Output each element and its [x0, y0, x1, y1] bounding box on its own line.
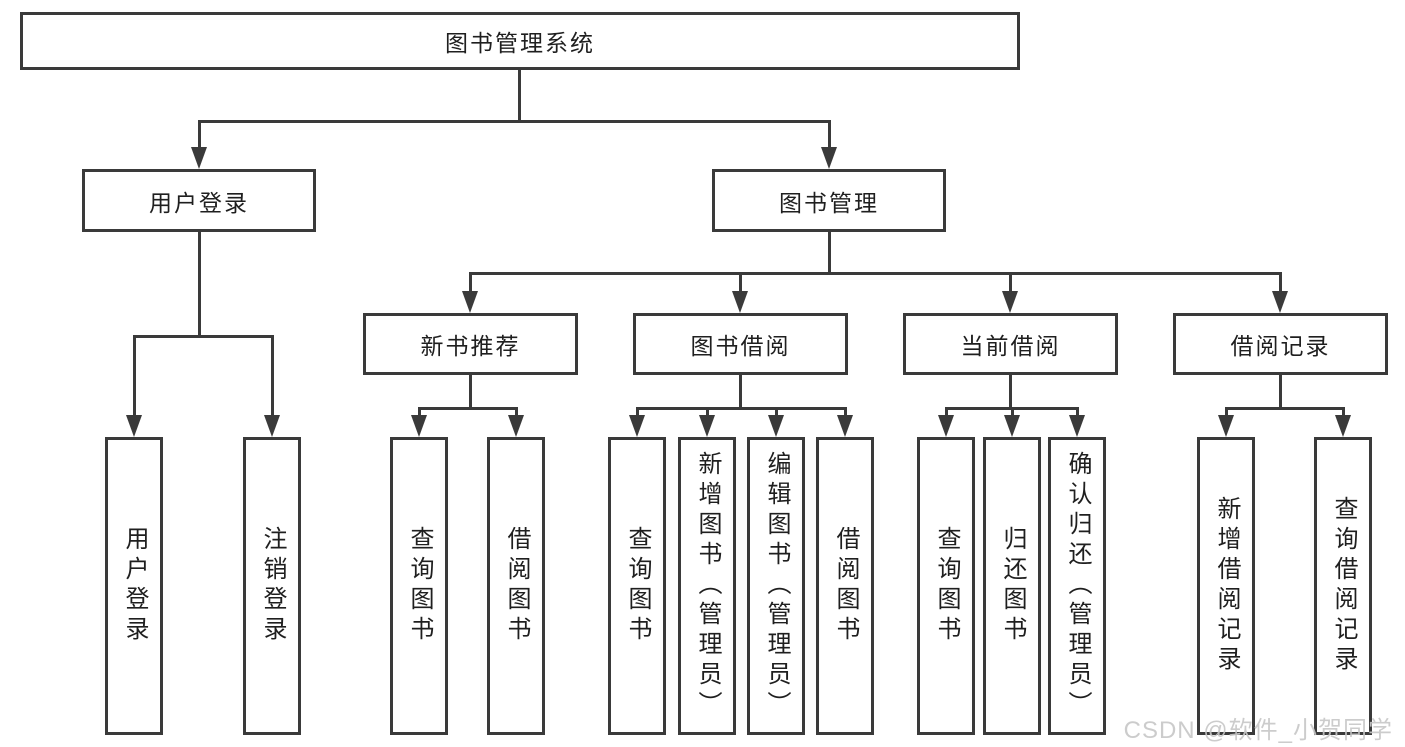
node-user-login-label: 用户登录: [149, 189, 249, 216]
connector-root-drop-left: [198, 120, 201, 147]
connector-current-borrow-drop-2: [1011, 407, 1014, 415]
arrowhead-down-icon: [837, 415, 853, 437]
connector-book-borrow-rail: [636, 407, 847, 410]
node-user-login: 用户登录: [82, 169, 316, 232]
connector-current-borrow-stem: [1009, 375, 1012, 407]
node-new-book-recommend-label: 新书推荐: [420, 333, 521, 359]
connector-borrow-records-drop-1: [1225, 407, 1228, 415]
connector-new-book-recommend-rail: [418, 407, 518, 410]
leaf-query-books-borrow: 查询图书: [608, 437, 666, 735]
arrowhead-down-icon: [191, 147, 207, 169]
leaf-query-books-current: 查询图书: [917, 437, 975, 735]
leaf-query-books-recommend: 查询图书: [390, 437, 448, 735]
arrowhead-down-icon: [699, 415, 715, 437]
connector-new-book-recommend-drop-2: [515, 407, 518, 415]
arrowhead-down-icon: [462, 291, 478, 313]
arrowhead-down-icon: [1218, 415, 1234, 437]
csdn-watermark: CSDN @软件_小贺同学: [1123, 717, 1393, 744]
node-current-borrow: 当前借阅: [903, 313, 1118, 375]
leaf-user-login: 用户登录: [105, 437, 163, 735]
connector-root-stem: [518, 70, 521, 120]
connector-root-drop-right: [828, 120, 831, 147]
connector-user-login-drop-2: [271, 335, 274, 415]
connector-book-management-drop-3: [1009, 272, 1012, 291]
leaf-add-borrow-record: 新增借阅记录: [1197, 437, 1255, 735]
leaf-add-book-admin: 新增图书（管理员）: [678, 437, 736, 735]
connector-book-management-drop-2: [739, 272, 742, 291]
node-borrow-records-label: 借阅记录: [1230, 333, 1331, 359]
leaf-confirm-return-admin: 确认归还（管理员）: [1048, 437, 1106, 735]
node-current-borrow-label: 当前借阅: [960, 333, 1061, 359]
connector-book-borrow-drop-4: [844, 407, 847, 415]
connector-book-management-drop-1: [469, 272, 472, 291]
leaf-borrow-books-label: 借阅图书: [832, 526, 859, 646]
connector-user-login-stem: [198, 232, 201, 335]
leaf-logout-label: 注销登录: [259, 526, 286, 646]
leaf-query-books-recommend-label: 查询图书: [406, 526, 433, 646]
leaf-confirm-return-admin-label: 确认归还（管理员）: [1064, 451, 1091, 721]
leaf-query-borrow-record: 查询借阅记录: [1314, 437, 1372, 735]
node-new-book-recommend: 新书推荐: [363, 313, 578, 375]
arrowhead-down-icon: [1002, 291, 1018, 313]
leaf-borrow-books: 借阅图书: [816, 437, 874, 735]
node-borrow-records: 借阅记录: [1173, 313, 1388, 375]
connector-user-login-drop-1: [133, 335, 136, 415]
arrowhead-down-icon: [768, 415, 784, 437]
connector-current-borrow-drop-3: [1076, 407, 1079, 415]
node-book-management: 图书管理: [712, 169, 946, 232]
leaf-return-book-label: 归还图书: [999, 526, 1026, 646]
connector-book-management-drop-4: [1279, 272, 1282, 291]
connector-book-management-rail: [469, 272, 1282, 275]
connector-current-borrow-drop-1: [945, 407, 948, 415]
node-book-borrow: 图书借阅: [633, 313, 848, 375]
connector-user-login-rail: [133, 335, 274, 338]
connector-borrow-records-drop-2: [1342, 407, 1345, 415]
connector-book-borrow-stem: [739, 375, 742, 407]
leaf-query-books-current-label: 查询图书: [933, 526, 960, 646]
connector-new-book-recommend-drop-1: [418, 407, 421, 415]
node-book-borrow-label: 图书借阅: [690, 333, 791, 359]
arrowhead-down-icon: [1004, 415, 1020, 437]
leaf-add-borrow-record-label: 新增借阅记录: [1213, 496, 1240, 676]
node-root: 图书管理系统: [20, 12, 1020, 70]
connector-root-rail: [198, 120, 831, 123]
connector-book-management-stem: [828, 232, 831, 272]
arrowhead-down-icon: [508, 415, 524, 437]
leaf-return-book: 归还图书: [983, 437, 1041, 735]
leaf-logout: 注销登录: [243, 437, 301, 735]
arrowhead-down-icon: [938, 415, 954, 437]
leaf-add-book-admin-label: 新增图书（管理员）: [694, 451, 721, 721]
arrowhead-down-icon: [411, 415, 427, 437]
connector-book-borrow-drop-2: [706, 407, 709, 415]
leaf-borrow-books-recommend: 借阅图书: [487, 437, 545, 735]
leaf-edit-book-admin-label: 编辑图书（管理员）: [763, 451, 790, 721]
arrowhead-down-icon: [732, 291, 748, 313]
connector-book-borrow-drop-1: [636, 407, 639, 415]
leaf-query-books-borrow-label: 查询图书: [624, 526, 651, 646]
connector-borrow-records-stem: [1279, 375, 1282, 407]
arrowhead-down-icon: [1335, 415, 1351, 437]
node-book-management-label: 图书管理: [779, 189, 879, 216]
arrowhead-down-icon: [264, 415, 280, 437]
connector-book-borrow-drop-3: [775, 407, 778, 415]
arrowhead-down-icon: [126, 415, 142, 437]
connector-borrow-records-rail: [1225, 407, 1345, 410]
arrowhead-down-icon: [1069, 415, 1085, 437]
connector-new-book-recommend-stem: [469, 375, 472, 407]
node-root-label: 图书管理系统: [445, 30, 595, 56]
arrowhead-down-icon: [629, 415, 645, 437]
leaf-borrow-books-recommend-label: 借阅图书: [503, 526, 530, 646]
leaf-edit-book-admin: 编辑图书（管理员）: [747, 437, 805, 735]
arrowhead-down-icon: [1272, 291, 1288, 313]
leaf-user-login-label: 用户登录: [121, 526, 148, 646]
arrowhead-down-icon: [821, 147, 837, 169]
leaf-query-borrow-record-label: 查询借阅记录: [1330, 496, 1357, 676]
